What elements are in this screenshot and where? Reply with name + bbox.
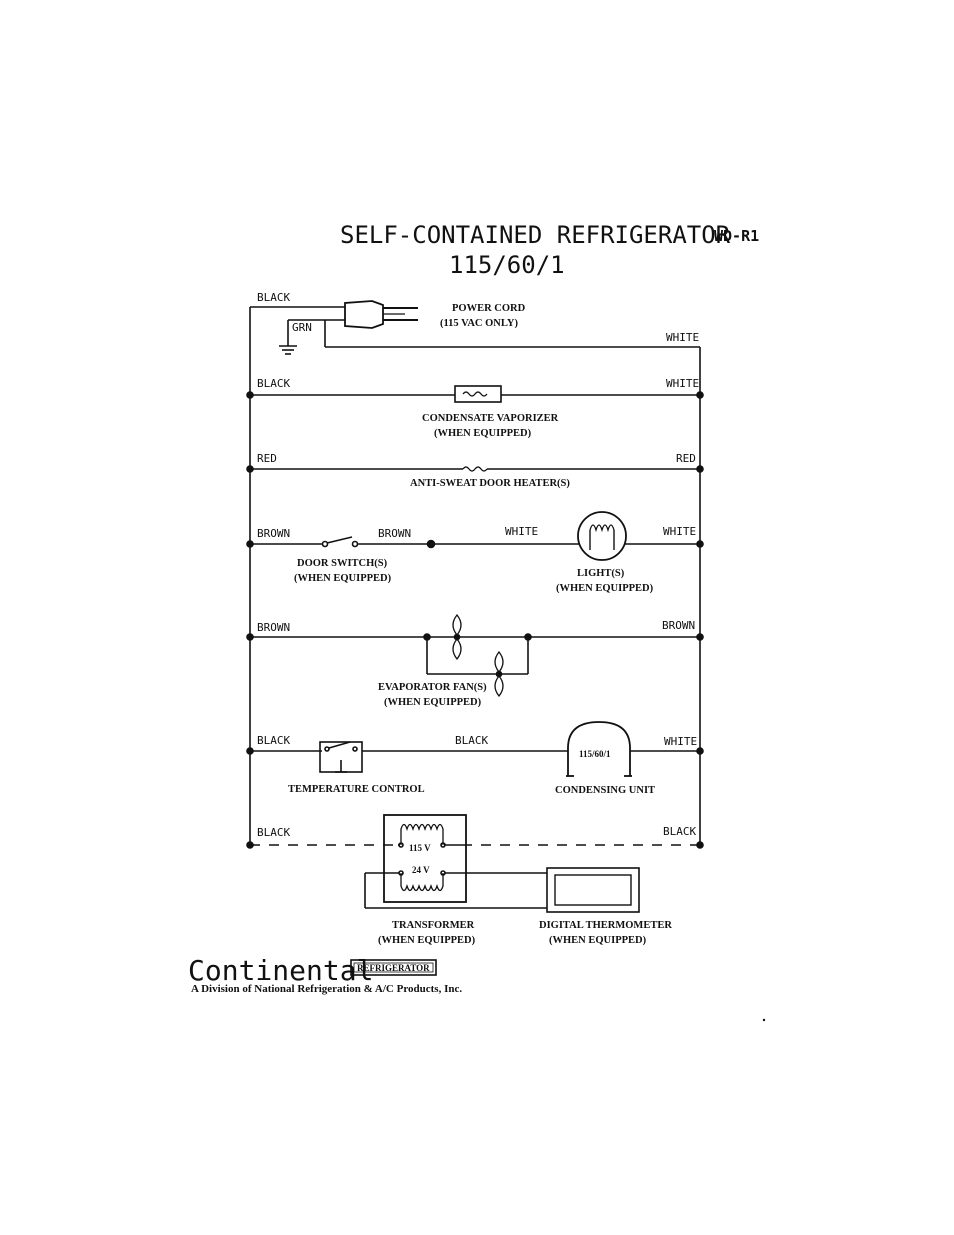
door-switch-icon (326, 536, 353, 544)
light-label: LIGHT(S) (577, 568, 625, 579)
condensing-unit-icon (566, 721, 632, 777)
junction-dot (246, 747, 254, 755)
wire-label-white-r3-mid: WHITE (505, 525, 538, 538)
condensing-unit-rating: 115/60/1 (579, 749, 611, 759)
power-cord (250, 300, 700, 355)
heater-coil-icon (462, 466, 488, 472)
transformer-label: TRANSFORMER (392, 920, 475, 931)
vaporizer-heater-icon (454, 385, 502, 403)
junction-dot (423, 633, 431, 641)
junction-dot (696, 540, 704, 548)
fan-icon (494, 650, 504, 698)
light-bulb-icon (577, 511, 627, 561)
rung-transformer (246, 814, 704, 913)
digital-thermometer-icon (546, 867, 640, 913)
wire-label-white-top: WHITE (666, 331, 699, 344)
temperature-control-label: TEMPERATURE CONTROL (288, 784, 425, 795)
junction-dot (696, 633, 704, 641)
wire-label-brown-r3-left: BROWN (257, 527, 290, 540)
transformer-note: (WHEN EQUIPPED) (378, 935, 476, 946)
transformer-primary-label: 115 V (409, 843, 431, 853)
condensate-vaporizer-label: CONDENSATE VAPORIZER (422, 413, 559, 424)
condensing-unit-label: CONDENSING UNIT (555, 785, 655, 796)
fan-icon (452, 613, 462, 661)
door-switch-label: DOOR SWITCH(S) (297, 558, 388, 569)
ground-icon (279, 345, 297, 355)
rung-evaporator-fans (246, 613, 704, 698)
wire-label-brown-r3-mid: BROWN (378, 527, 411, 540)
junction-dot (696, 391, 704, 399)
diagram-code: WD-R1 (714, 227, 759, 245)
wire-label-red-left: RED (257, 452, 277, 465)
wire-label-red-right: RED (676, 452, 696, 465)
junction-dot (246, 540, 254, 548)
rung-condensate-vaporizer (246, 385, 704, 403)
junction-dot (426, 539, 436, 549)
junction-dot (246, 633, 254, 641)
wire-label-black-r5-mid: BLACK (455, 734, 488, 747)
junction-dot (696, 465, 704, 473)
anti-sweat-label: ANTI-SWEAT DOOR HEATER(S) (410, 478, 570, 489)
diagram-title: SELF-CONTAINED REFRIGERATOR (340, 221, 731, 249)
junction-dot (246, 391, 254, 399)
junction-dot (524, 633, 532, 641)
power-cord-note: (115 VAC ONLY) (440, 318, 518, 329)
brand-name: Continental (188, 954, 373, 987)
rung-temperature-control-condensing (246, 721, 704, 777)
wire-label-black-r5-left: BLACK (257, 734, 290, 747)
light-note: (WHEN EQUIPPED) (556, 583, 654, 594)
condensate-vaporizer-note: (WHEN EQUIPPED) (434, 428, 532, 439)
digital-thermometer-note: (WHEN EQUIPPED) (549, 935, 647, 946)
power-cord-label: POWER CORD (452, 303, 526, 314)
wire-label-white-r5-right: WHITE (664, 735, 697, 748)
junction-dot (246, 841, 254, 849)
brand-division: A Division of National Refrigeration & A… (191, 983, 462, 995)
wire-label-brown-r4-left: BROWN (257, 621, 290, 634)
evaporator-fan-label: EVAPORATOR FAN(S) (378, 682, 487, 693)
wire-label-black-r6-left: BLACK (257, 826, 290, 839)
switch-contact (321, 540, 329, 548)
brand-badge-text: REFRIGERATOR (357, 963, 430, 973)
door-switch-note: (WHEN EQUIPPED) (294, 573, 392, 584)
junction-dot (696, 841, 704, 849)
wire-label-black-r1: BLACK (257, 377, 290, 390)
rung-anti-sweat-heater (246, 465, 704, 473)
digital-thermometer-label: DIGITAL THERMOMETER (539, 920, 672, 931)
wire-label-white-r1: WHITE (666, 377, 699, 390)
junction-dot (696, 747, 704, 755)
diagram-subtitle: 115/60/1 (449, 251, 565, 279)
speck (762, 1018, 766, 1022)
plug-icon (344, 300, 418, 329)
junction-dot (246, 465, 254, 473)
transformer-secondary-label: 24 V (412, 865, 430, 875)
evaporator-fan-note: (WHEN EQUIPPED) (384, 697, 482, 708)
wire-label-white-r3-right: WHITE (663, 525, 696, 538)
wire-label-black-top: BLACK (257, 291, 290, 304)
wire-label-brown-r4-right: BROWN (662, 619, 695, 632)
switch-contact (351, 540, 359, 548)
brand-badge (350, 959, 437, 976)
wire-label-grn: GRN (292, 321, 312, 334)
wire-label-black-r6-right: BLACK (663, 825, 696, 838)
rung-door-switch-light (246, 511, 704, 561)
transformer-icon (383, 814, 467, 903)
